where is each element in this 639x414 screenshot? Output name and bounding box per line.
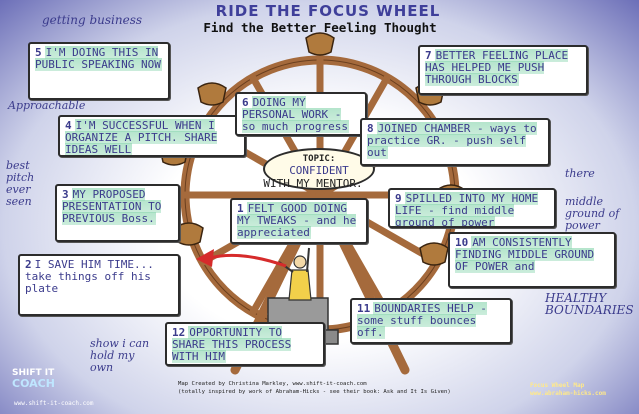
- spoke-number: 2: [25, 258, 32, 271]
- badge-title: Focus Wheel Map: [530, 382, 585, 389]
- topic-value: CONFIDENT: [289, 164, 349, 177]
- spoke-text: SPILLED INTO MY HOME LIFE - find middle …: [395, 192, 539, 228]
- logo-line2: COACH: [12, 377, 55, 390]
- spoke-text: FELT GOOD DOING MY TWEAKS - and he appre…: [237, 202, 357, 239]
- diagram-title: RIDE THE FOCUS WHEEL: [215, 2, 441, 20]
- spoke-text: MY PROPOSED PRESENTATION TO PREVIOUS Bos…: [62, 188, 162, 225]
- annotation-healthy: HEALTHY BOUNDARIES: [545, 291, 634, 317]
- topic-center: TOPIC: CONFIDENT: [263, 148, 375, 190]
- logo-site: www.shift-it-coach.com: [14, 400, 94, 407]
- annotation-there: there: [565, 167, 595, 180]
- spoke-text: I'M DOING THIS IN PUBLIC SPEAKING NOW: [35, 46, 162, 71]
- spoke-number: 12: [172, 326, 186, 339]
- spoke-number: 3: [62, 188, 69, 201]
- credit-text: Map Created by Christina Markley, www.sh…: [178, 380, 508, 396]
- annotation-best-pitch: best pitch ever seen: [6, 159, 35, 208]
- focus-wheel-badge: Focus Wheel Map www.abraham-hicks.com: [530, 382, 635, 398]
- annotation-approachable: Approachable: [8, 99, 86, 112]
- spoke-text: OPPORTUNITY TO SHARE THIS PROCESS WITH H…: [172, 326, 292, 363]
- spoke-number: 1: [237, 202, 244, 215]
- logo-line1: SHIFT IT: [12, 368, 55, 378]
- spoke-text: BETTER FEELING PLACE HAS HELPED ME PUSH …: [425, 49, 569, 86]
- spoke-number: 6: [242, 96, 249, 109]
- spoke-number: 11: [357, 302, 371, 315]
- diagram-subtitle: Find the Better Feeling Thought: [203, 20, 437, 35]
- annotation-middle-ground: middle ground of power: [565, 195, 620, 232]
- credit-line2: (totally inspired by work of Abraham-Hic…: [178, 389, 451, 395]
- spoke-text: I SAVE HIM TIME... take things off his p…: [25, 258, 154, 295]
- spoke-number: 4: [65, 119, 72, 132]
- spoke-text: I'M SUCCESSFUL WHEN I ORGANIZE A PITCH. …: [65, 119, 218, 156]
- spoke-text: DOING MY PERSONAL WORK - so much progres…: [242, 96, 349, 133]
- badge-site: www.abraham-hicks.com: [530, 390, 606, 397]
- topic-continuation: WITH MY MENTOR.: [263, 177, 363, 190]
- spoke-text: BOUNDARIES HELP - some stuff bounces off…: [357, 302, 487, 339]
- brand-logo: SHIFT IT COACH: [12, 368, 72, 389]
- spoke-number: 10: [455, 236, 469, 249]
- spoke-number: 7: [425, 49, 432, 62]
- topic-label: TOPIC:: [302, 154, 336, 164]
- spoke-number: 8: [367, 122, 374, 135]
- credit-line1: Map Created by Christina Markley, www.sh…: [178, 381, 367, 387]
- spoke-number: 9: [395, 192, 402, 205]
- spoke-text: JOINED CHAMBER - ways to practice GR. - …: [367, 122, 537, 159]
- spoke-text: AM CONSISTENTLY FINDING MIDDLE GROUND OF…: [455, 236, 595, 273]
- spoke-number: 5: [35, 46, 42, 59]
- annotation-show-hold: show i can hold my own: [90, 337, 150, 374]
- annotation-getting-business: getting business: [42, 13, 143, 27]
